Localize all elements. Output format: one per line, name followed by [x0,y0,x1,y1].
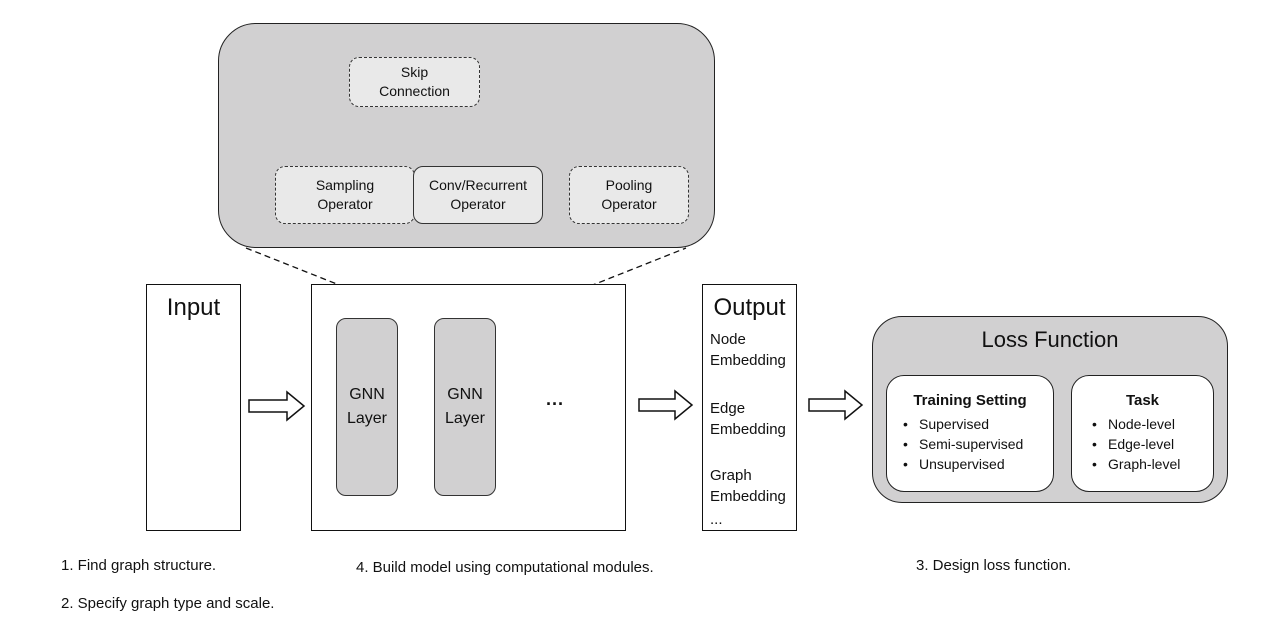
pooling-operator-label: Pooling Operator [601,177,657,212]
list-item: Semi-supervised [903,434,1053,454]
conv-recurrent-operator-box: Conv/Recurrent Operator [413,166,543,224]
sampling-operator-label: Sampling Operator [315,177,375,212]
output-node-embedding: Node Embedding [710,331,786,369]
output-graph-embedding: Graph Embedding [710,467,786,505]
caption-step3: 3. Design loss function. [916,557,1072,574]
input-title: Input [166,294,221,321]
output-frame [702,284,797,531]
hollow-arrow-output-to-loss [808,389,864,421]
loss-function-title: Loss Function [981,327,1119,352]
task-title: Task [1125,392,1160,409]
caption-step4: 4. Build model using computational modul… [356,559,654,576]
list-item: Supervised [903,414,1053,434]
list-item: Edge-level [1092,434,1213,454]
list-item: Node-level [1092,414,1213,434]
pooling-operator-box: Pooling Operator [569,166,689,224]
gnn-layer-1: GNN Layer [336,318,398,496]
output-edge-embedding: Edge Embedding [710,400,786,438]
training-setting-card: Training Setting Supervised Semi-supervi… [886,375,1054,492]
caption-step2: 2. Specify graph type and scale. [61,595,275,612]
hollow-arrow-model-to-output [638,389,694,421]
training-setting-list: Supervised Semi-supervised Unsupervised [903,414,1053,474]
more-layers-ellipsis: ··· [546,393,564,414]
output-title: Output [713,294,786,321]
training-setting-title: Training Setting [913,392,1027,409]
gnn-layer-2-label: GNN Layer [444,386,486,427]
gnn-layer-2: GNN Layer [434,318,496,496]
list-item: Graph-level [1092,454,1213,474]
conv-recurrent-operator-label: Conv/Recurrent Operator [428,177,528,212]
caption-step1: 1. Find graph structure. [61,557,217,574]
output-more: ... [710,511,723,528]
input-frame [146,284,241,531]
hollow-arrow-input-to-model [248,390,306,422]
list-item: Unsupervised [903,454,1053,474]
skip-connection-label: Skip Connection [379,64,450,99]
task-card: Task Node-level Edge-level Graph-level [1071,375,1214,492]
skip-connection-box: Skip Connection [349,57,480,107]
gnn-layer-1-label: GNN Layer [346,386,388,427]
sampling-operator-box: Sampling Operator [275,166,415,224]
task-list: Node-level Edge-level Graph-level [1092,414,1213,474]
